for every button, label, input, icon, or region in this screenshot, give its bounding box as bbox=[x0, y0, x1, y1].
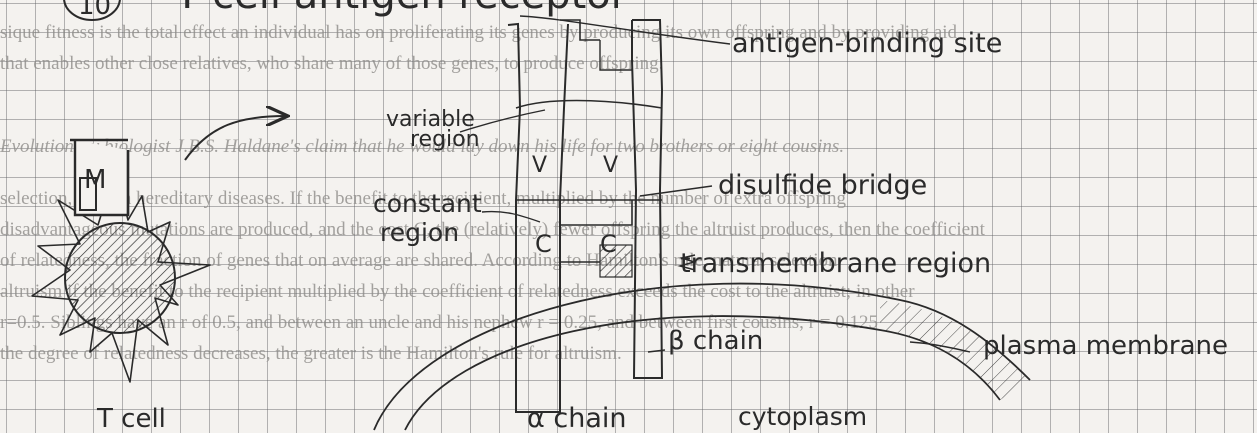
receptor-box-letter: M bbox=[84, 165, 106, 195]
disulfide-bridge-pointer bbox=[640, 186, 712, 196]
constant-region-label: constant bbox=[373, 189, 482, 218]
t-cell-illustration: M bbox=[32, 116, 286, 382]
membrane-outer-line bbox=[374, 284, 1030, 430]
receptor-chains bbox=[508, 20, 695, 412]
antigen-binding-site-pointer bbox=[520, 16, 730, 44]
plasma-membrane-label: plasma membrane bbox=[983, 331, 1228, 361]
antigen-binding-site-label: antigen-binding site bbox=[732, 28, 1002, 59]
beta-v-letter: V bbox=[603, 153, 618, 178]
variable-region-label: region bbox=[410, 127, 480, 152]
beta-chain-label: β chain bbox=[668, 326, 763, 356]
transmembrane-region-label: transmembrane region bbox=[680, 248, 991, 279]
beta-c-letter: C bbox=[600, 230, 617, 258]
title-number: 10 bbox=[78, 0, 111, 21]
diagram-title: T cell antigen receptor bbox=[174, 0, 628, 18]
alpha-chain-label: α chain bbox=[527, 403, 627, 433]
disulfide-bridge-label: disulfide bridge bbox=[718, 170, 927, 201]
constant-region-label: region bbox=[380, 218, 459, 247]
alpha-v-letter: V bbox=[532, 153, 547, 178]
cytoplasm-label: cytoplasm bbox=[738, 402, 867, 431]
constant-region-pointer bbox=[482, 212, 540, 222]
alpha-c-letter: C bbox=[535, 230, 552, 258]
t-cell-label: T cell bbox=[96, 404, 166, 433]
